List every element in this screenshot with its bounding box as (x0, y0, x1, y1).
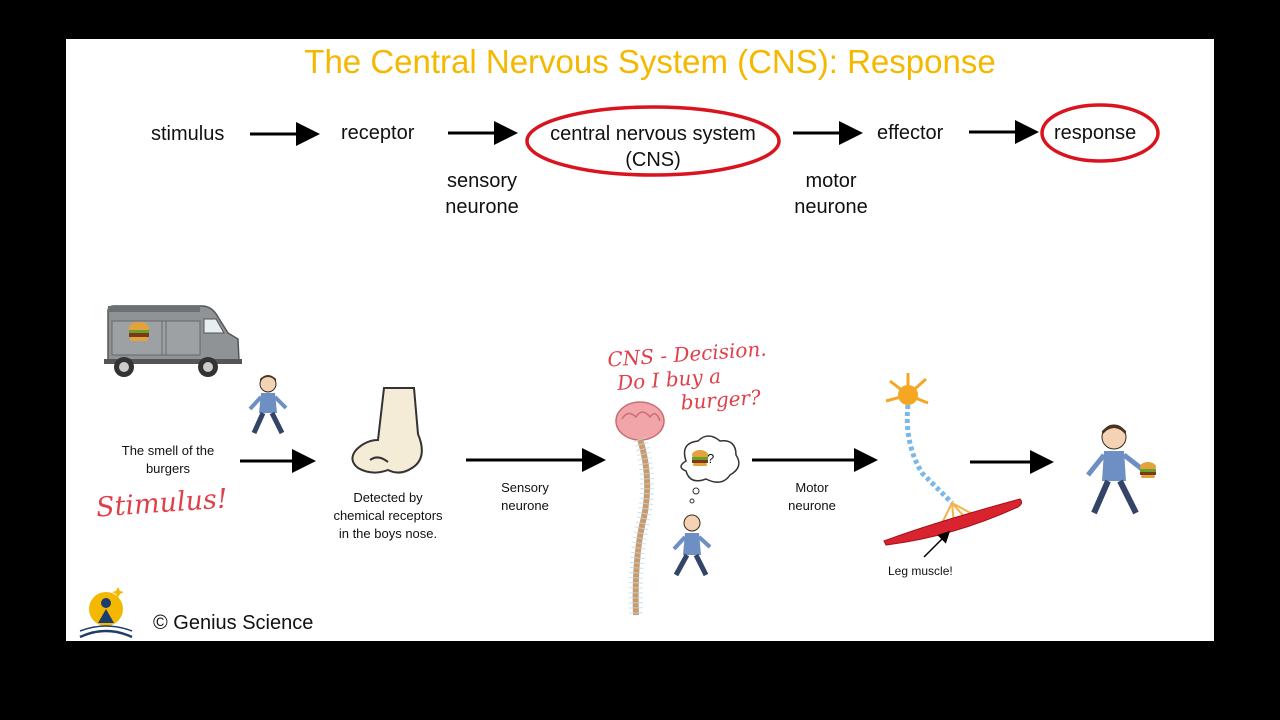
burger-icon (1140, 462, 1156, 478)
smell-line1: The smell of the (121, 443, 215, 458)
smell-line2: burgers (145, 461, 191, 476)
running-boy-with-burger (1086, 424, 1156, 515)
flow-sensory-line2: neurone (445, 196, 519, 218)
scene-motor-line1: Motor (795, 480, 829, 495)
motor-neurone-label: Motor neurone (772, 479, 852, 515)
response-highlight-ring (1040, 103, 1160, 163)
scene-sensory-line2: neurone (501, 498, 549, 513)
flow-response: response (1054, 122, 1137, 144)
detected-label: Detected by chemical receptors in the bo… (323, 489, 453, 543)
detected-line2: chemical receptors (333, 508, 443, 523)
flow-cns-line1: central nervous system (550, 123, 756, 145)
flow-sensory-neurone: sensory neurone (432, 168, 532, 220)
copyright-text: © Genius Science (153, 612, 314, 634)
flow-stimulus: stimulus (151, 123, 225, 145)
burger-icon (692, 450, 708, 466)
flow-arrows-layer (240, 103, 1160, 474)
flow-motor-line1: motor (805, 170, 857, 192)
flow-receptor: receptor (341, 122, 415, 144)
smell-label: The smell of the burgers (110, 442, 226, 478)
scene-motor-line2: neurone (788, 498, 836, 513)
food-van-illustration (104, 305, 242, 377)
scene-sensory-line1: Sensory (501, 480, 549, 495)
flow-effector: effector (877, 122, 944, 144)
slide-title: The Central Nervous System (CNS): Respon… (304, 43, 996, 80)
brain-spinal-cord-illustration (615, 401, 665, 616)
thinking-boy-illustration (672, 435, 740, 577)
leg-muscle-label: Leg muscle! (888, 564, 953, 578)
flow-motor-line2: neurone (794, 196, 868, 218)
motor-neuron-muscle-illustration (883, 373, 1023, 546)
flow-cns: central nervous system (CNS) (536, 121, 770, 173)
nose-illustration (351, 387, 423, 474)
neuron-cell-body (885, 373, 929, 405)
flow-sensory-line1: sensory (446, 170, 518, 192)
cns-highlight-ring (525, 105, 781, 177)
detected-line3: in the boys nose. (338, 526, 438, 541)
leg-muscle-shape (883, 498, 1023, 546)
thought-bubble (680, 435, 740, 483)
slide: The Central Nervous System (CNS): Respon… (66, 39, 1214, 641)
thought-question-mark: ? (707, 451, 715, 466)
genius-science-logo-icon (79, 587, 133, 639)
flow-cns-line2: (CNS) (625, 149, 681, 171)
leg-muscle-pointer (923, 530, 951, 558)
walking-boy-figure (248, 375, 288, 435)
sensory-neurone-label: Sensory neurone (485, 479, 565, 515)
flow-motor-neurone: motor neurone (781, 168, 881, 220)
detected-line1: Detected by (353, 490, 423, 505)
burger-icon (129, 322, 149, 341)
